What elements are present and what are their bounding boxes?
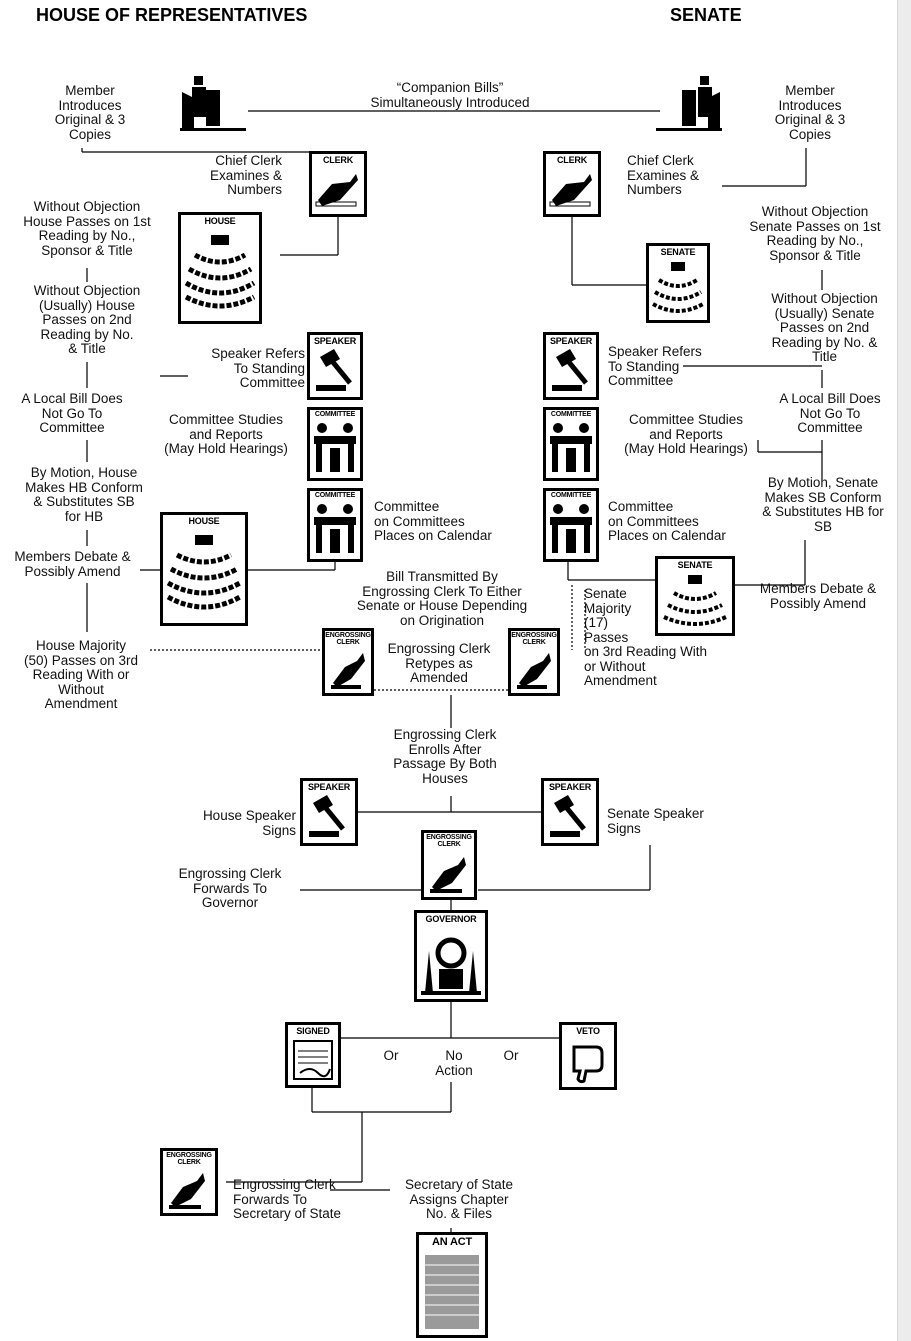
senate-speaker-signs: Senate Speaker Signs [607, 806, 704, 836]
companion-bills-text: “Companion Bills” Simultaneously Introdu… [370, 80, 530, 110]
house-debate: Members Debate & Possibly Amend [14, 549, 131, 579]
house-local-bill: A Local Bill Does Not Go To Committee [21, 391, 123, 435]
senate-committee-calendar-icon: COMMITTEE [543, 488, 599, 562]
house-majority: House Majority (50) Passes on 3rd Readin… [23, 638, 139, 711]
engrossing-clerk-senate-icon: ENGROSSING CLERK [508, 628, 560, 696]
senate-debate: Members Debate & Possibly Amend [759, 581, 877, 611]
house-committee-icon: COMMITTEE [307, 407, 363, 481]
house-chamber-debate-icon: HOUSE [160, 512, 248, 626]
house-podium-icon [180, 76, 246, 131]
senate-header: SENATE [670, 5, 742, 25]
vertical-scrollbar[interactable] [897, 0, 911, 1341]
forwards-secretary-text: Engrossing Clerk Forwards To Secretary o… [233, 1177, 342, 1221]
house-by-motion: By Motion, House Makes HB Conform & Subs… [25, 465, 143, 524]
engrossing-clerk-forward-icon: ENGROSSING CLERK [421, 830, 477, 900]
or-text-1: Or [383, 1048, 399, 1063]
house-first-reading: Without Objection House Passes on 1st Re… [23, 199, 151, 258]
secretary-assigns-text: Secretary of State Assigns Chapter No. &… [404, 1177, 514, 1221]
senate-member-introduces: Member Introduces Original & 3 Copies [774, 83, 846, 142]
house-committee-studies: Committee Studies and Reports (May Hold … [164, 412, 288, 456]
house-member-introduces: Member Introduces Original & 3 Copies [54, 83, 126, 142]
senate-committee-calendar: Committee on Committees Places on Calend… [608, 499, 726, 543]
house-speaker-refers: Speaker Refers To Standing Committee [211, 346, 305, 390]
house-speaker-sign-icon: SPEAKER [300, 778, 358, 846]
senate-chief-clerk-text: Chief Clerk Examines & Numbers [627, 153, 700, 197]
an-act-document-icon: AN ACT [416, 1232, 488, 1338]
house-committee-calendar-icon: COMMITTEE [307, 488, 363, 562]
bill-transmitted-text: Bill Transmitted By Engrossing Clerk To … [356, 569, 528, 628]
house-clerk-icon: CLERK [309, 151, 367, 217]
house-chamber-icon: HOUSE [178, 212, 262, 324]
senate-second-reading: Without Objection (Usually) Senate Passe… [771, 291, 878, 364]
forwards-governor-text: Engrossing Clerk Forwards To Governor [178, 866, 282, 910]
engrossing-clerk-secretary-icon: ENGROSSING CLERK [160, 1148, 218, 1216]
house-chief-clerk-text: Chief Clerk Examines & Numbers [209, 153, 282, 197]
senate-by-motion: By Motion, Senate Makes SB Conform & Sub… [762, 475, 884, 534]
senate-local-bill: A Local Bill Does Not Go To Committee [779, 391, 881, 435]
or-text-2: Or [503, 1048, 519, 1063]
senate-chamber-debate-icon: SENATE [655, 556, 735, 636]
senate-speaker-sign-icon: SPEAKER [541, 778, 599, 846]
house-committee-calendar: Committee on Committees Places on Calend… [374, 499, 492, 543]
senate-speaker-refers: Speaker Refers To Standing Committee [608, 344, 702, 388]
senate-podium-icon [656, 76, 722, 131]
senate-committee-icon: COMMITTEE [543, 407, 599, 481]
house-second-reading: Without Objection (Usually) House Passes… [33, 283, 141, 356]
senate-speaker-icon: SPEAKER [543, 332, 599, 400]
veto-icon: VETO [559, 1022, 617, 1090]
no-action-text: No Action [435, 1048, 473, 1078]
senate-majority: Senate Majority (17) Passes on 3rd Readi… [584, 586, 708, 688]
governor-icon: GOVERNOR [414, 910, 488, 1002]
house-speaker-icon: SPEAKER [307, 332, 363, 400]
house-speaker-signs: House Speaker Signs [202, 808, 296, 838]
house-header: HOUSE OF REPRESENTATIVES [36, 5, 308, 25]
senate-committee-studies: Committee Studies and Reports (May Hold … [624, 412, 748, 456]
engrossing-enrolls-text: Engrossing Clerk Enrolls After Passage B… [393, 727, 497, 786]
engrossing-retypes-text: Engrossing Clerk Retypes as Amended [387, 641, 491, 685]
engrossing-clerk-house-icon: ENGROSSING CLERK [322, 628, 374, 696]
senate-chamber-icon: SENATE [646, 243, 710, 323]
senate-clerk-icon: CLERK [543, 151, 601, 217]
signed-icon: SIGNED [285, 1022, 341, 1088]
senate-first-reading: Without Objection Senate Passes on 1st R… [749, 204, 881, 263]
